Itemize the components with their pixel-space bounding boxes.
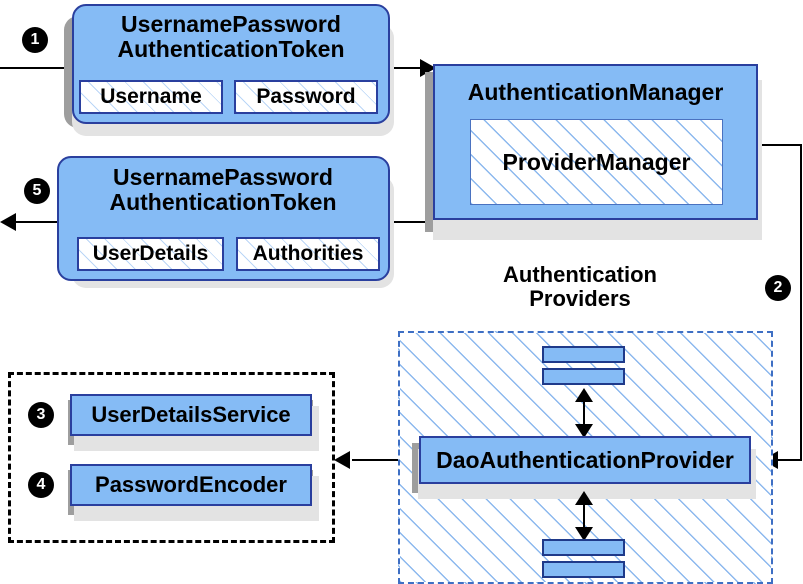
arrowhead-dao-up-top — [575, 388, 593, 402]
request-token-title: UsernamePassword AuthenticationToken — [80, 8, 382, 66]
connector-right-vertical — [800, 144, 802, 460]
request-token-title-line2: AuthenticationToken — [117, 36, 345, 62]
connector-manager-to-result — [386, 221, 441, 223]
arrowhead-result-out — [0, 213, 16, 231]
result-token-title: UsernamePassword AuthenticationToken — [63, 161, 383, 219]
authentication-manager-title: AuthenticationManager — [467, 78, 724, 105]
connector-dao-up — [583, 392, 585, 436]
authentication-providers-title: Authentication Providers — [455, 262, 705, 312]
dao-authentication-provider-label: DaoAuthenticationProvider — [436, 446, 734, 473]
provider-bar-top-2 — [542, 368, 625, 385]
connector-manager-right — [756, 144, 802, 146]
dao-authentication-provider-box[interactable] — [419, 436, 751, 484]
arrowhead-dao-to-dependencies — [334, 451, 350, 469]
providers-title-line2: Providers — [529, 286, 631, 312]
user-details-service-box[interactable] — [70, 394, 312, 436]
chip-authorities[interactable]: Authorities — [236, 237, 380, 271]
user-details-service-label: UserDetailsService — [91, 402, 291, 428]
chip-password[interactable]: Password — [234, 80, 378, 114]
step-badge-1: 1 — [22, 27, 48, 53]
connector-dao-down — [583, 496, 585, 538]
providers-title-line1: Authentication — [503, 262, 657, 287]
request-token-title-line1: UsernamePassword — [121, 11, 341, 38]
connector-result-out — [16, 221, 72, 223]
step-badge-4: 4 — [28, 472, 54, 498]
connector-into-dao — [778, 459, 802, 461]
step-badge-5: 5 — [24, 178, 50, 204]
arrowhead-dao-up-bottom — [575, 424, 593, 438]
dependencies-region[interactable] — [8, 372, 335, 543]
provider-bar-top-1 — [542, 346, 625, 363]
password-encoder-label: PasswordEncoder — [95, 472, 287, 498]
connector-incoming-request — [0, 67, 82, 69]
chip-userdetails[interactable]: UserDetails — [77, 237, 224, 271]
chip-username[interactable]: Username — [79, 80, 223, 114]
provider-manager-panel[interactable]: ProviderManager — [470, 119, 723, 205]
connector-token-to-manager — [390, 67, 438, 69]
result-token-title-line2: AuthenticationToken — [109, 189, 337, 215]
provider-bar-bottom-1 — [542, 539, 625, 556]
connector-dao-to-dependencies — [352, 459, 420, 461]
step-badge-2: 2 — [765, 275, 791, 301]
arrowhead-dao-down-bottom — [575, 527, 593, 541]
result-token-title-line1: UsernamePassword — [113, 164, 333, 191]
step-badge-3: 3 — [28, 402, 54, 428]
arrowhead-dao-down-top — [575, 491, 593, 505]
provider-bar-bottom-2 — [542, 561, 625, 578]
password-encoder-box[interactable] — [70, 464, 312, 506]
